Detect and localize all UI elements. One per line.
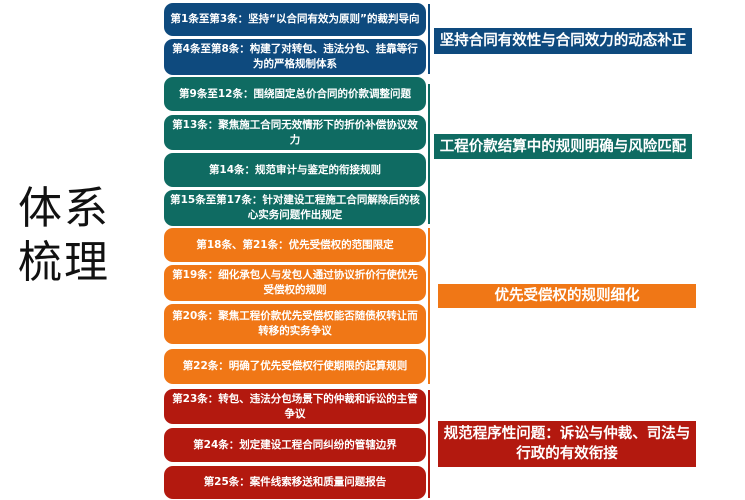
group-bracket-red xyxy=(428,390,430,498)
article-box-1-3: 第1条至第3条：坚持“以合同有效为原则”的裁判导向 xyxy=(164,3,426,36)
title-line-1: 体系 xyxy=(18,183,110,234)
group-label-text: 工程价款结算中的规则明确与风险匹配 xyxy=(439,138,687,155)
article-text: 第4条至第8条：构建了对转包、违法分包、挂靠等行为的严格规制体系 xyxy=(172,43,418,70)
group-bracket-teal xyxy=(428,84,430,224)
article-text: 第19条：细化承包人与发包人通过协议折价行使优先受偿权的规则 xyxy=(172,269,418,296)
group-bracket-blue xyxy=(428,4,430,74)
group-label-contract-validity: 坚持合同有效性与合同效力的动态补正 xyxy=(434,28,692,54)
group-label-price-settlement: 工程价款结算中的规则明确与风险匹配 xyxy=(434,134,692,159)
article-box-4-8: 第4条至第8条：构建了对转包、违法分包、挂靠等行为的严格规制体系 xyxy=(164,39,426,75)
group-label-priority-compensation: 优先受偿权的规则细化 xyxy=(438,284,696,308)
article-text: 第13条：聚焦施工合同无效情形下的折价补偿协议效力 xyxy=(172,118,418,146)
group-bracket-orange xyxy=(428,228,430,384)
article-box-13: 第13条：聚焦施工合同无效情形下的折价补偿协议效力 xyxy=(164,115,426,150)
article-box-18-21: 第18条、第21条：优先受偿权的范围限定 xyxy=(164,228,426,262)
article-text: 第1条至第3条：坚持“以合同有效为原则”的裁判导向 xyxy=(170,13,420,25)
article-text: 第24条：划定建设工程合同纠纷的管辖边界 xyxy=(193,438,397,451)
article-text: 第9条至12条：围绕固定总价合同的价款调整问题 xyxy=(179,87,411,100)
article-text: 第14条：规范审计与鉴定的衔接规则 xyxy=(208,163,382,176)
article-box-22: 第22条：明确了优先受偿权行使期限的起算规则 xyxy=(164,349,426,384)
article-text: 第15条至第17条：针对建设工程施工合同解除后的核心实务问题作出规定 xyxy=(170,194,420,221)
group-label-text: 优先受偿权的规则细化 xyxy=(494,288,640,304)
article-box-20: 第20条：聚焦工程价款优先受偿权能否随债权转让而转移的实务争议 xyxy=(164,304,426,344)
article-box-14: 第14条：规范审计与鉴定的衔接规则 xyxy=(164,153,426,187)
article-text: 第18条、第21条：优先受偿权的范围限定 xyxy=(196,238,394,251)
group-label-procedural-issues: 规范程序性问题：诉讼与仲裁、司法与行政的有效衔接 xyxy=(438,421,696,467)
article-text: 第25条：案件线索移送和质量问题报告 xyxy=(203,476,387,488)
article-box-23: 第23条：转包、违法分包场景下的仲裁和诉讼的主管争议 xyxy=(164,389,426,424)
article-box-19: 第19条：细化承包人与发包人通过协议折价行使优先受偿权的规则 xyxy=(164,265,426,301)
group-label-text: 规范程序性问题：诉讼与仲裁、司法与行政的有效衔接 xyxy=(443,426,691,462)
article-text: 第22条：明确了优先受偿权行使期限的起算规则 xyxy=(182,360,408,372)
article-box-9-12: 第9条至12条：围绕固定总价合同的价款调整问题 xyxy=(164,77,426,111)
article-box-24: 第24条：划定建设工程合同纠纷的管辖边界 xyxy=(164,428,426,462)
article-box-15-17: 第15条至第17条：针对建设工程施工合同解除后的核心实务问题作出规定 xyxy=(164,190,426,226)
article-box-25: 第25条：案件线索移送和质量问题报告 xyxy=(164,466,426,499)
diagram-title: 体系 梳理 xyxy=(18,182,138,290)
group-label-text: 坚持合同有效性与合同效力的动态补正 xyxy=(439,33,687,49)
title-line-2: 梳理 xyxy=(18,237,110,288)
article-text: 第23条：转包、违法分包场景下的仲裁和诉讼的主管争议 xyxy=(172,392,418,420)
article-text: 第20条：聚焦工程价款优先受偿权能否随债权转让而转移的实务争议 xyxy=(172,310,418,337)
